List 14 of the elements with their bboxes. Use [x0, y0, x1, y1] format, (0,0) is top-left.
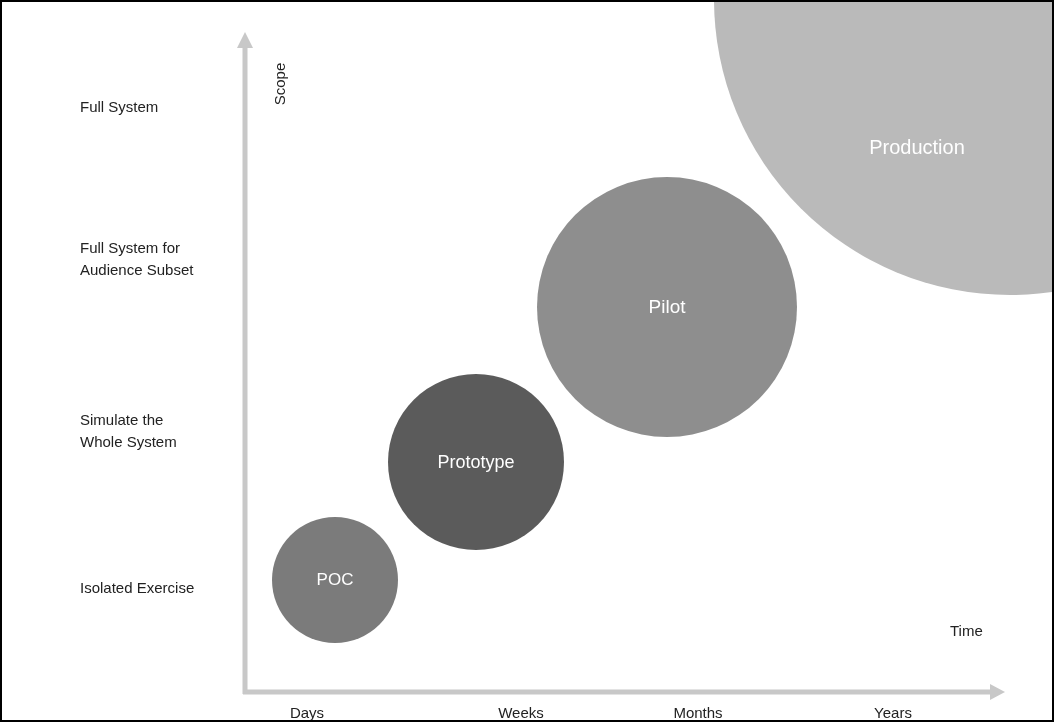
tick-label: Months	[673, 702, 723, 720]
tick-label: Isolated Exercise	[80, 578, 195, 598]
tick-label: Days	[289, 702, 325, 720]
tick-label: Years	[874, 702, 912, 720]
tick-label: Full System for Audience Subset	[80, 238, 195, 280]
axis-title: Scope	[269, 62, 289, 106]
tick-label: Simulate the Whole System	[80, 410, 178, 452]
tick-label: Full System	[80, 97, 159, 117]
stage-label: Pilot	[648, 294, 686, 319]
axis-title: Time	[950, 621, 983, 641]
stage-label: POC	[316, 569, 354, 592]
stage-label: Prototype	[437, 450, 515, 474]
tick-label: Weeks	[498, 702, 544, 720]
stage-label: Production	[869, 135, 965, 160]
